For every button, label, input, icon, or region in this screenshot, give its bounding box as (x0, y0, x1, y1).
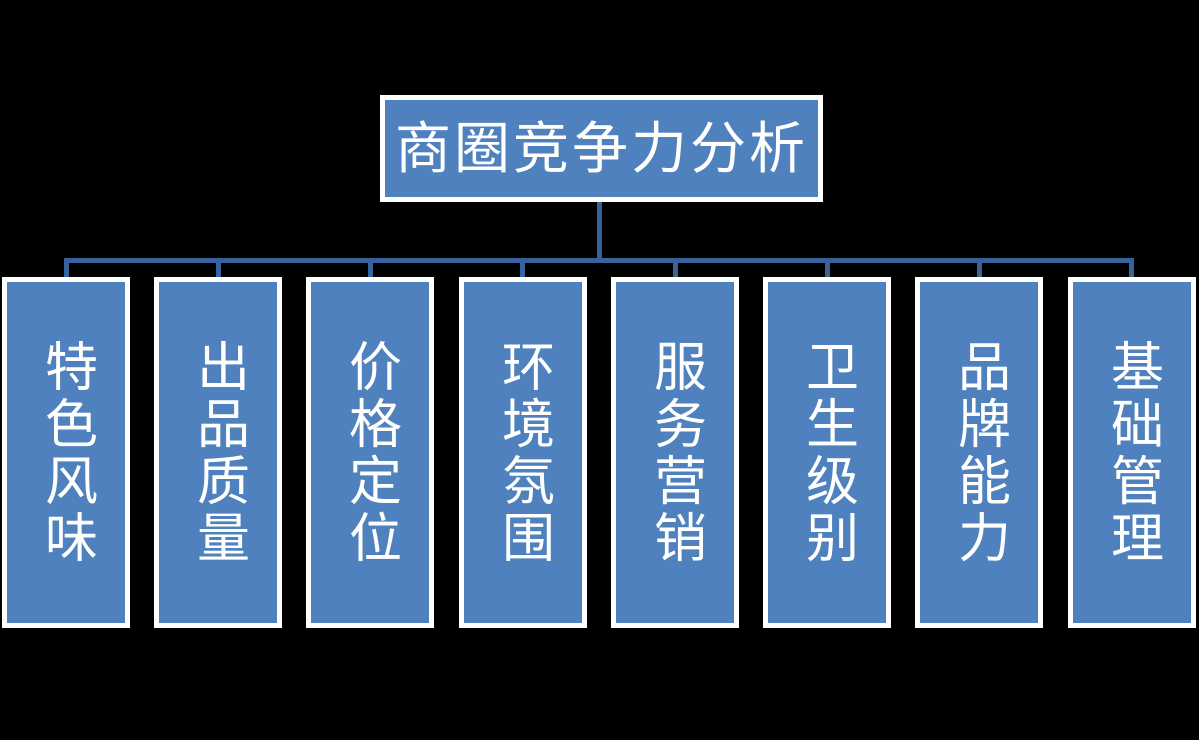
branch-label: 环境氛围 (494, 338, 553, 567)
connector-drop (216, 258, 221, 278)
root-node-box: 商圈竞争力分析 (380, 95, 823, 202)
branch-label: 特色风味 (37, 338, 96, 567)
branch-box: 基础管理 (1068, 277, 1196, 628)
branch-label: 基础管理 (1103, 338, 1162, 567)
diagram-title: 商圈竞争力分析 (395, 118, 808, 181)
branch-box: 品牌能力 (915, 277, 1043, 628)
connector-drop (64, 258, 69, 278)
connector-drop (1129, 258, 1134, 278)
branch-box: 出品质量 (154, 277, 282, 628)
branch-box: 卫生级别 (763, 277, 891, 628)
branch-box: 特色风味 (2, 277, 130, 628)
connector-drop (368, 258, 373, 278)
branch-box: 环境氛围 (459, 277, 587, 628)
connector-drop (520, 258, 525, 278)
branch-label: 服务营销 (646, 338, 705, 567)
branch-box: 价格定位 (306, 277, 434, 628)
connector-drop (673, 258, 678, 278)
branch-label: 出品质量 (189, 338, 248, 567)
connector-drop (825, 258, 830, 278)
connector-horizontal-bar (64, 258, 1134, 263)
branch-label: 价格定位 (341, 338, 400, 567)
branch-label: 卫生级别 (798, 338, 857, 567)
connector-stem (597, 200, 602, 263)
connector-drop (977, 258, 982, 278)
branch-label: 品牌能力 (950, 338, 1009, 567)
branch-box: 服务营销 (611, 277, 739, 628)
